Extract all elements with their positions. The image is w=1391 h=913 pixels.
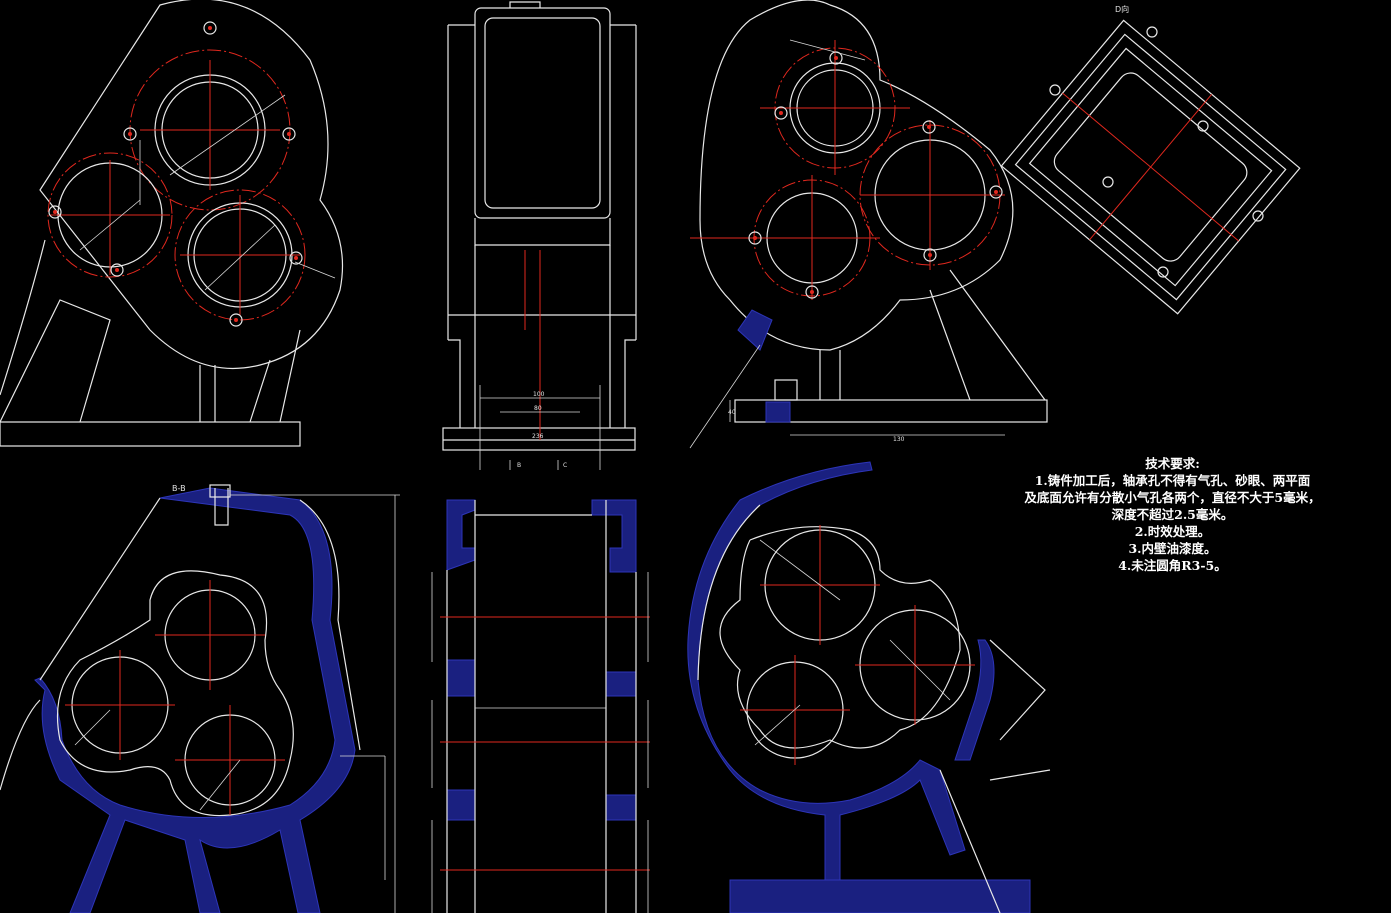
tech-req-line-6: 4.未注圆角R3-5。 [1118, 558, 1227, 573]
dim-side-40: 40 [728, 409, 736, 416]
tech-req-title: 技术要求: [1145, 456, 1200, 471]
dim-front-236: 236 [532, 433, 544, 440]
view-vertical-section [431, 499, 650, 913]
view-top-right-housing: 130 40 [689, 0, 1048, 449]
view-front-middle: 100 80 236 B C [442, 1, 637, 470]
view-top-left-housing [0, 0, 344, 447]
view-section-bb: B-B [0, 484, 400, 913]
section-bb-label: B-B [172, 484, 186, 493]
tech-req-line-5: 3.内壁油漆度。 [1128, 541, 1217, 556]
tech-req-line-4: 2.时效处理。 [1134, 524, 1211, 539]
tech-req-line-3: 深度不超过2.5毫米。 [1111, 507, 1234, 522]
dim-front-100: 100 [533, 391, 545, 398]
dim-front-80: 80 [534, 405, 542, 412]
tech-req-line-1: 1.铸件加工后，轴承孔不得有气孔、砂眼、两平面 [1034, 473, 1311, 488]
view-bottom-right-section [687, 461, 1051, 913]
view-d-label: D向 [1115, 4, 1129, 14]
tech-req-line-2: 及底面允许有分散小气孔各两个，直径不大于5毫米， [1024, 490, 1321, 505]
dim-tan-b: B [517, 462, 521, 469]
dim-tan-c: C [563, 462, 567, 469]
view-d-direction-plate: D向 [1000, 4, 1301, 315]
technical-requirements-block: 技术要求: 1.铸件加工后，轴承孔不得有气孔、砂眼、两平面 及底面允许有分散小气… [1000, 455, 1345, 574]
dim-base-130: 130 [893, 436, 905, 443]
